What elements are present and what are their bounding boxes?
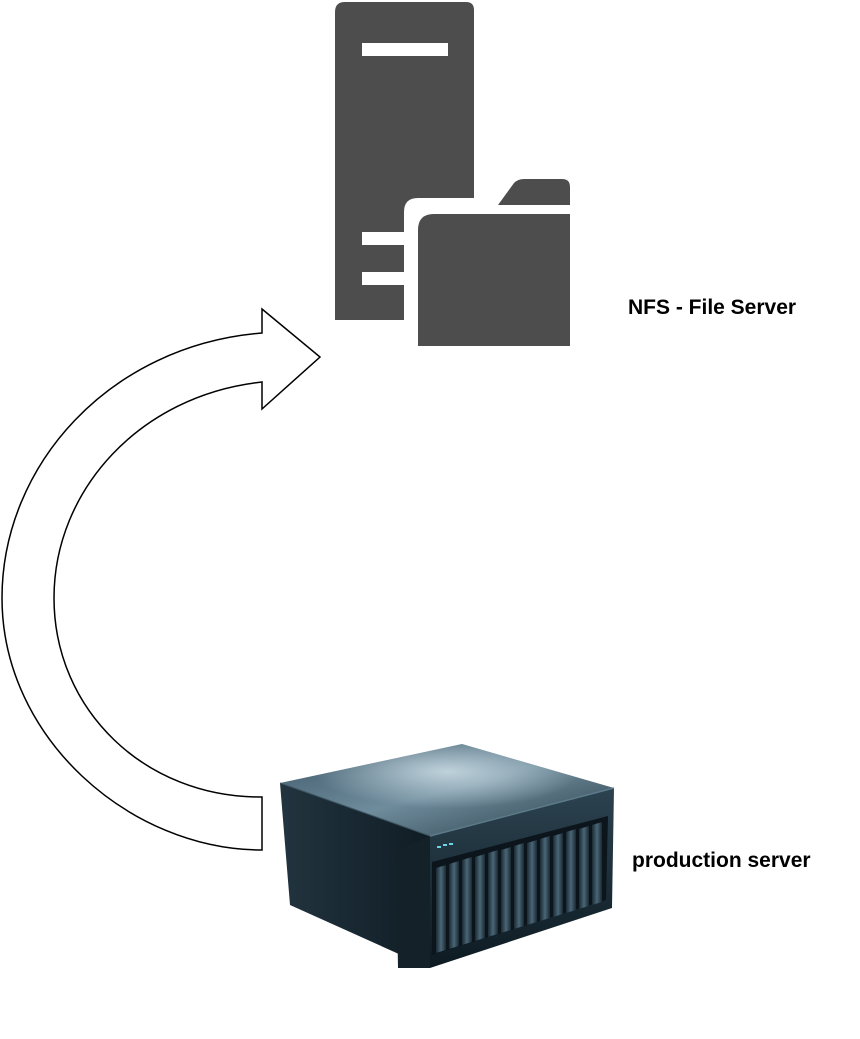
blade-slots (436, 822, 602, 953)
rack-server-icon[interactable] (279, 744, 615, 968)
connection-arrow[interactable] (1, 307, 322, 851)
production-server-label: production server (632, 849, 811, 872)
file-server-icon[interactable] (335, 2, 570, 346)
status-lights (437, 843, 453, 848)
file-server-label: NFS - File Server (628, 296, 797, 319)
